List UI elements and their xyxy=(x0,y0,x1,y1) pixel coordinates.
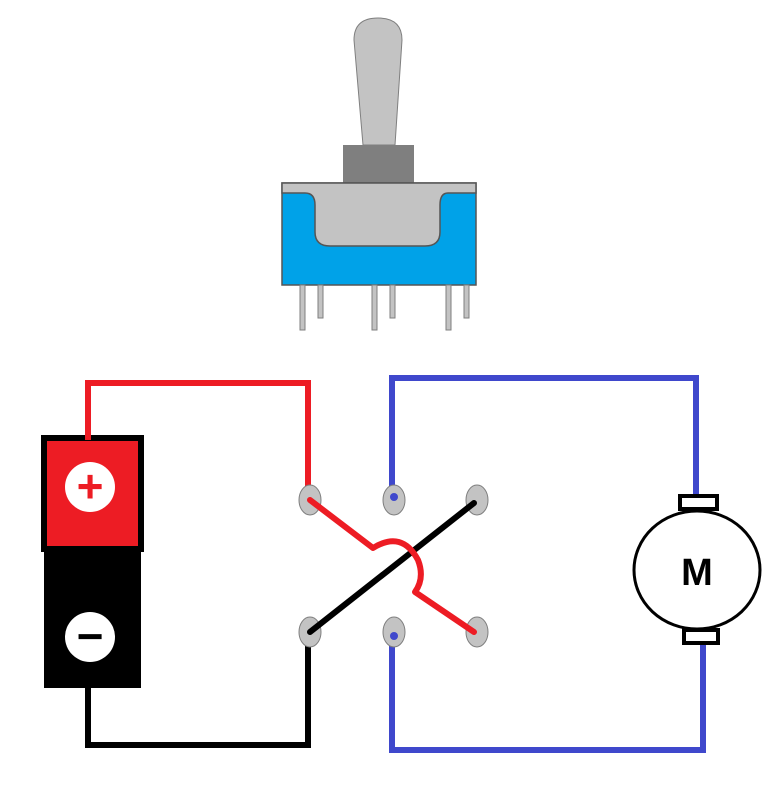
crossover-jumper-red xyxy=(307,497,477,635)
motor-top-terminal xyxy=(678,494,719,511)
positive-terminal-icon xyxy=(65,462,115,512)
switch-lever xyxy=(353,17,403,146)
switch-pin xyxy=(445,284,452,331)
negative-terminal-icon xyxy=(65,612,115,662)
negative-symbol: − xyxy=(77,610,104,662)
wire-end-dot xyxy=(390,493,398,501)
switch-pins xyxy=(299,284,470,331)
switch-pin xyxy=(463,284,470,319)
switch-pin xyxy=(389,284,396,319)
switch-pin xyxy=(299,284,306,331)
positive-wire xyxy=(85,380,311,498)
switch-pin xyxy=(371,284,378,331)
switch-cover xyxy=(281,182,477,247)
crossover-jumper-black xyxy=(307,500,477,635)
wire-end-dot xyxy=(390,632,398,640)
motor-bottom-terminal xyxy=(682,628,720,645)
motor-label: M xyxy=(681,552,713,594)
negative-wire xyxy=(85,632,311,748)
positive-symbol: + xyxy=(77,460,104,512)
switch-collar xyxy=(343,145,414,183)
motor-wire-top xyxy=(389,375,699,498)
motor-body xyxy=(632,509,762,631)
motor: M xyxy=(632,494,762,645)
battery: + − xyxy=(41,435,144,688)
motor-wire-bottom xyxy=(389,632,706,753)
toggle-switch-illustration xyxy=(281,17,477,331)
switch-pin xyxy=(317,284,324,319)
